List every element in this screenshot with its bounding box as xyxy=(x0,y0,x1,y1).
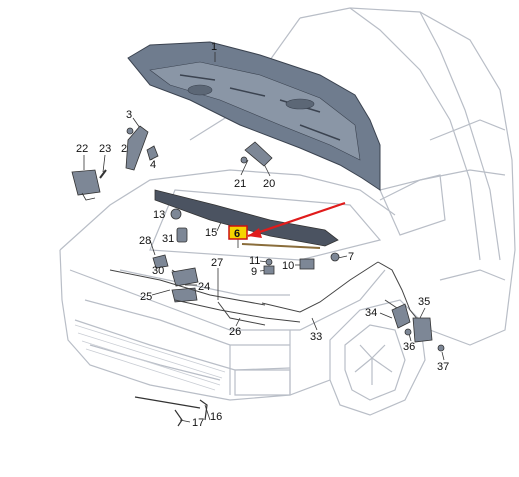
label-17: 17 xyxy=(192,417,204,429)
label-1: 1 xyxy=(211,41,217,53)
highlight-box xyxy=(228,225,248,240)
label-23: 23 xyxy=(99,143,111,155)
label-20: 20 xyxy=(263,178,275,190)
label-21: 21 xyxy=(234,178,246,190)
label-24: 24 xyxy=(198,281,210,293)
grille-pattern xyxy=(74,324,226,391)
rod-6-part xyxy=(241,243,321,249)
callout-arrow xyxy=(247,201,346,238)
bracket-28-part xyxy=(152,254,169,269)
label-37: 37 xyxy=(437,361,449,373)
lock-30-part xyxy=(171,267,199,287)
lock-22-part xyxy=(71,169,101,196)
label-27: 27 xyxy=(211,257,223,269)
release-lever-16 xyxy=(134,396,208,427)
label-36: 36 xyxy=(403,341,415,353)
label-3: 3 xyxy=(126,109,132,121)
label-35: 35 xyxy=(418,296,430,308)
screw-23-part xyxy=(99,169,107,179)
lock-22-wire xyxy=(81,192,96,201)
vehicle-body-outline xyxy=(59,7,516,416)
label-15: 15 xyxy=(205,227,217,239)
label-6: 6 xyxy=(234,228,240,240)
label-11: 11 xyxy=(249,255,260,267)
seal-15-part xyxy=(154,189,339,247)
label-10: 10 xyxy=(282,260,294,272)
label-34: 34 xyxy=(365,307,377,319)
label-7: 7 xyxy=(348,251,354,263)
label-2: 2 xyxy=(121,143,127,155)
label-4: 4 xyxy=(150,159,156,171)
label-25: 25 xyxy=(140,291,152,303)
bonnet-hood xyxy=(127,41,381,191)
hinge-left-part xyxy=(125,125,149,171)
label-26: 26 xyxy=(229,326,241,338)
screw-21-part xyxy=(240,156,248,164)
latch-assembly-right xyxy=(391,303,445,352)
label-30: 30 xyxy=(152,265,164,277)
small-parts xyxy=(71,125,340,303)
clip-9-part xyxy=(263,265,275,275)
label-13: 13 xyxy=(153,209,165,221)
label-28: 28 xyxy=(139,235,151,247)
bolt-3-part xyxy=(126,127,134,135)
label-9: 9 xyxy=(251,266,257,278)
label-33: 33 xyxy=(310,331,322,343)
clip-11-part xyxy=(265,258,273,266)
buffer-20-part xyxy=(244,141,273,167)
grommet-13-part xyxy=(170,208,182,220)
part-labels: 1 2 3 4 6 7 9 10 11 13 15 16 17 20 21 22… xyxy=(76,41,449,429)
bumper-31-part xyxy=(176,227,188,243)
label-16: 16 xyxy=(210,411,222,423)
clip-4-part xyxy=(146,145,159,161)
clip-7-part xyxy=(330,252,340,262)
label-31: 31 xyxy=(162,233,174,245)
callout-arrowhead xyxy=(248,228,262,238)
bracket-10-part xyxy=(299,258,315,270)
label-22: 22 xyxy=(76,143,88,155)
